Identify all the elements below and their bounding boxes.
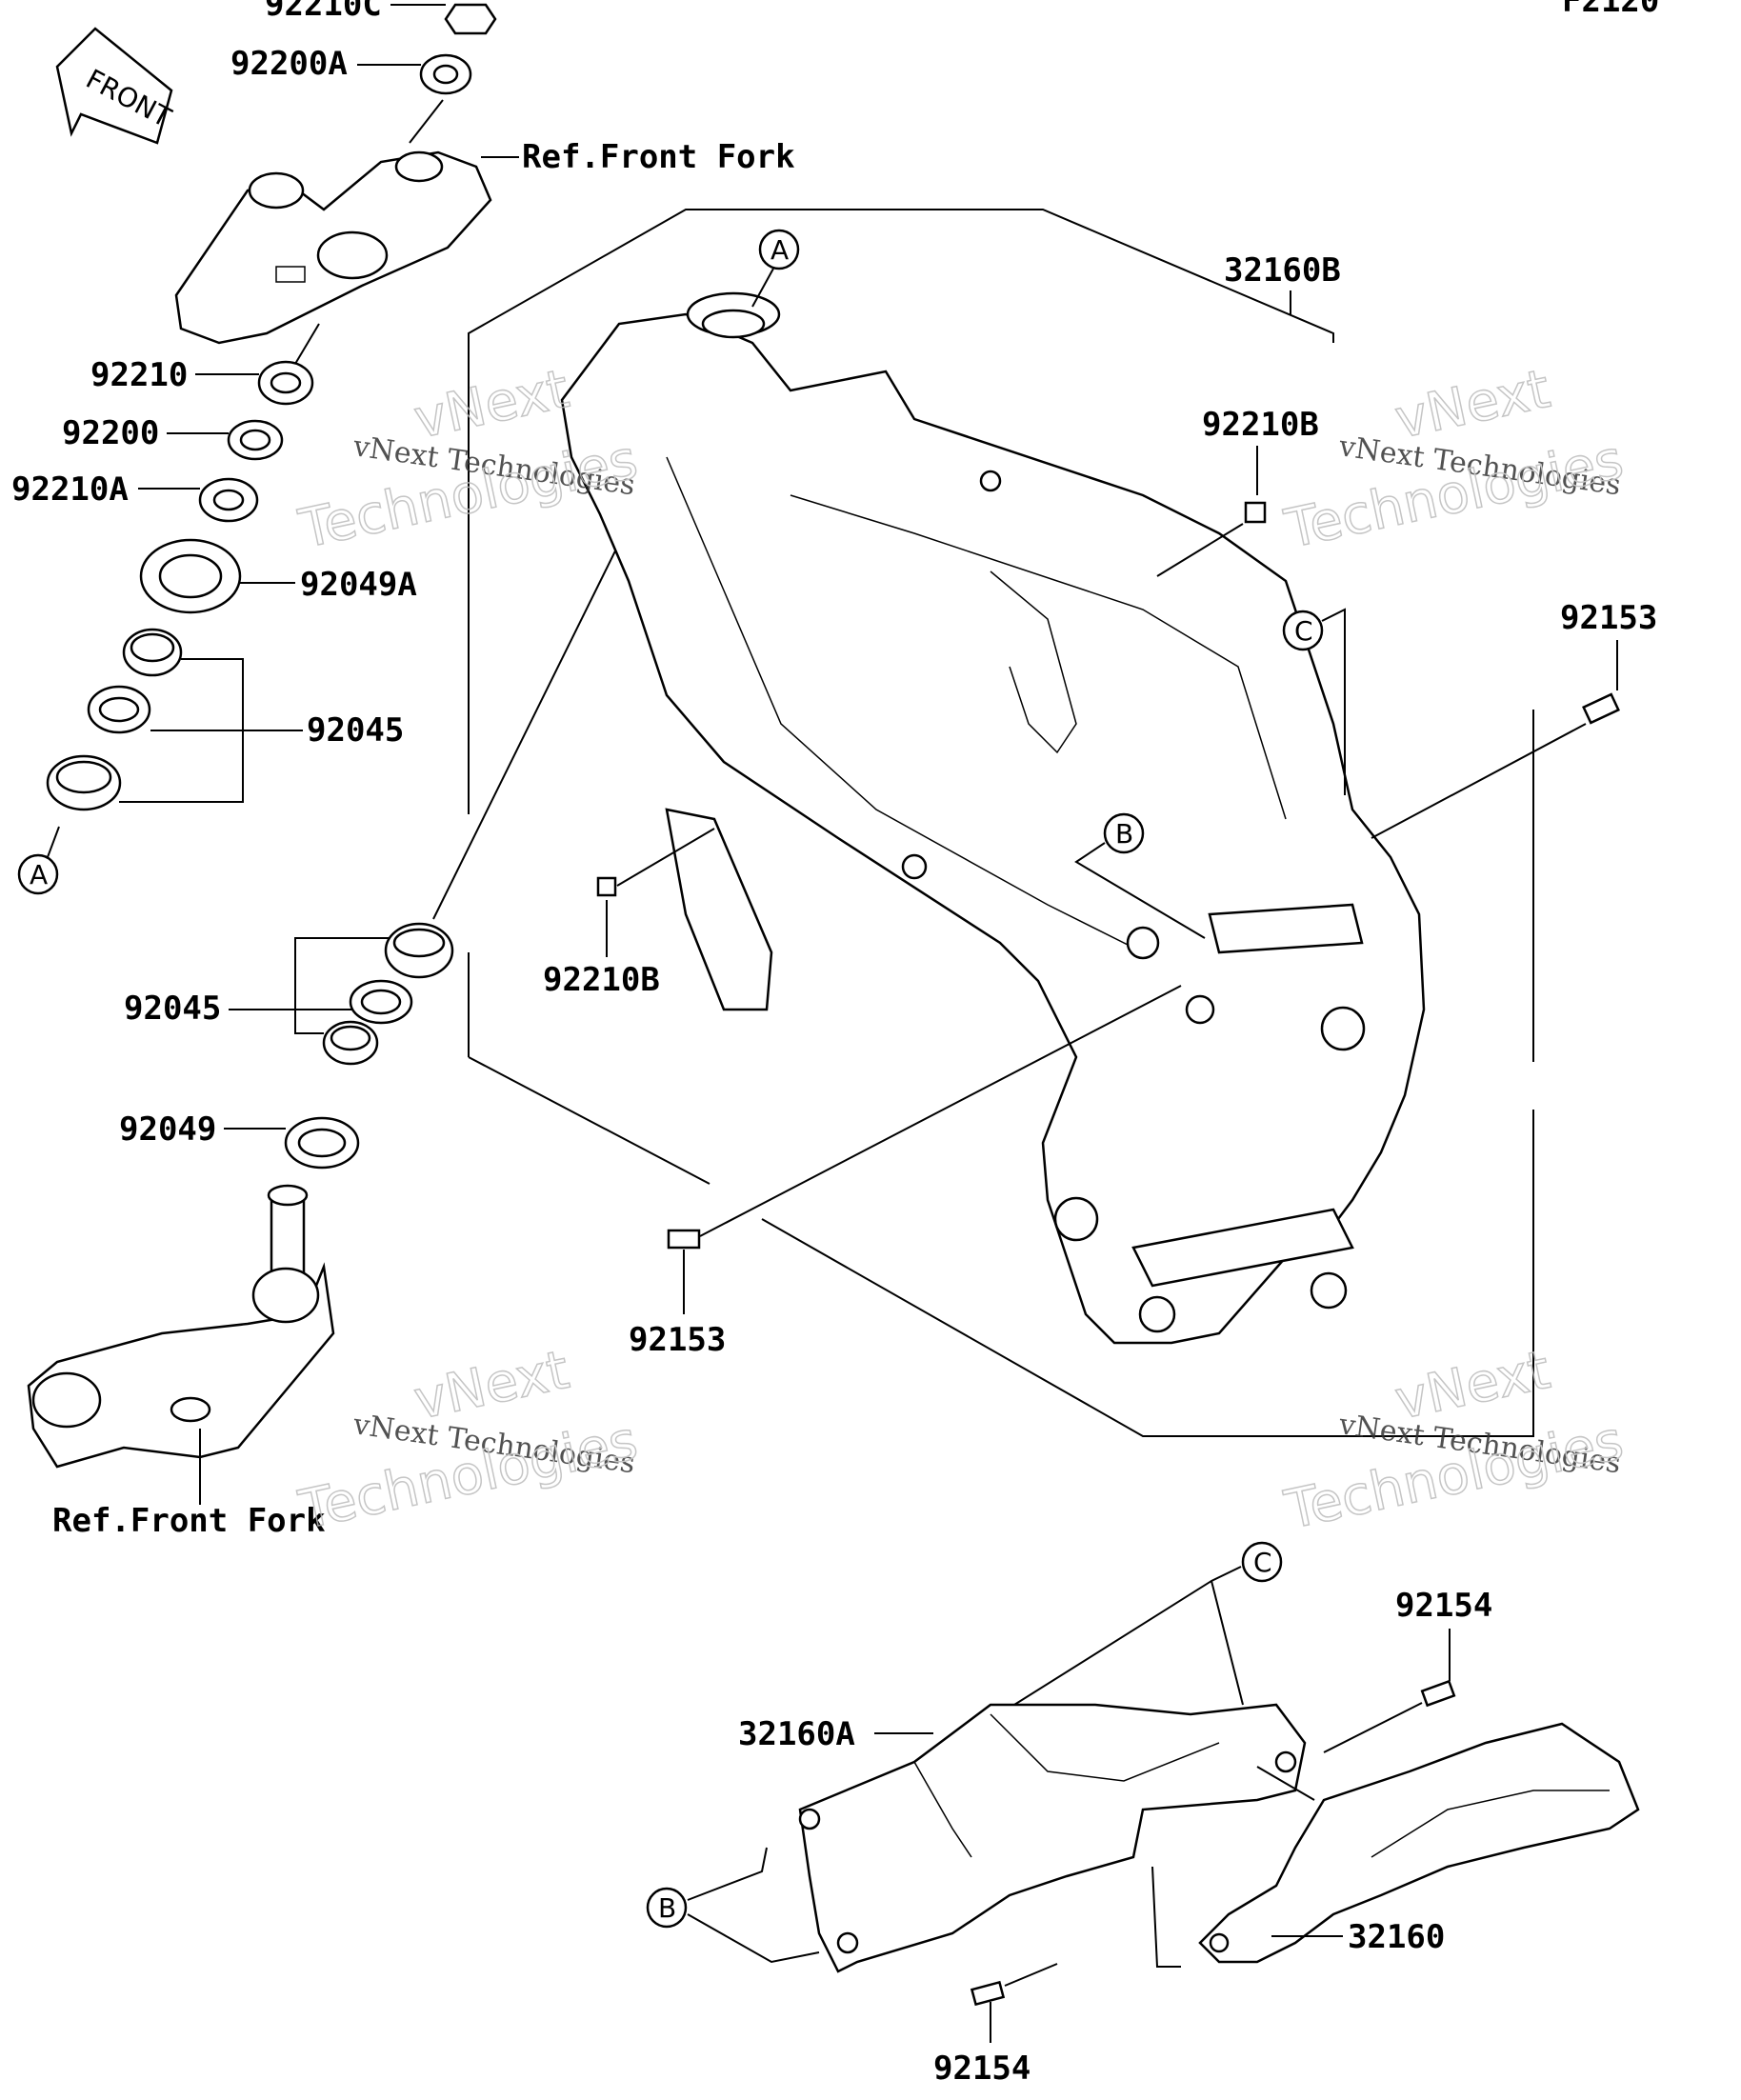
bearing-balls-upper bbox=[87, 685, 151, 734]
part-label-32160: 32160 bbox=[1348, 1918, 1445, 1956]
bolt-92210b-left bbox=[596, 876, 617, 897]
part-label-92210a: 92210A bbox=[11, 470, 129, 509]
seal-92049 bbox=[284, 1116, 360, 1170]
marker-b-frame bbox=[1103, 812, 1145, 854]
bolt-92154-bottom bbox=[970, 1980, 1006, 2007]
part-label-92153-right: 92153 bbox=[1560, 599, 1657, 637]
marker-b-sub-text: B bbox=[658, 1892, 676, 1924]
bearing-race-lower-2 bbox=[384, 922, 454, 979]
marker-b-sub bbox=[646, 1887, 688, 1929]
part-label-92210c: 92210C bbox=[265, 0, 382, 24]
upper-triple-clamp bbox=[174, 150, 492, 345]
nut-92210a bbox=[198, 477, 259, 523]
subframe-32160a bbox=[798, 1703, 1307, 1973]
watermark-bottom-left: vNext Technologies vNext Technologies bbox=[293, 1338, 644, 1542]
subframe-32160 bbox=[1198, 1722, 1640, 1964]
part-label-92154-bottom: 92154 bbox=[933, 2050, 1031, 2088]
seal-92049a bbox=[139, 538, 242, 614]
front-arrow-icon: FRONT bbox=[55, 27, 177, 145]
marker-a-frame-text: A bbox=[770, 234, 789, 266]
ref-front-fork-bottom: Ref.Front Fork bbox=[52, 1502, 326, 1540]
bolt-92210b-right bbox=[1244, 501, 1267, 524]
marker-c-frame-text: C bbox=[1294, 615, 1313, 647]
figure-code: F2120 bbox=[1562, 0, 1659, 20]
nut-92210c bbox=[444, 3, 497, 35]
marker-c-sub bbox=[1241, 1541, 1283, 1583]
part-label-92210b-left: 92210B bbox=[543, 961, 660, 999]
part-label-92200: 92200 bbox=[62, 414, 159, 452]
bearing-race-lower-3 bbox=[322, 1020, 379, 1066]
part-label-92154-top: 92154 bbox=[1395, 1587, 1492, 1625]
frame-outline-box bbox=[468, 209, 1534, 1437]
part-label-92049a: 92049A bbox=[300, 566, 417, 604]
svg-text:vNext: vNext bbox=[1390, 358, 1555, 451]
marker-b-frame-text: B bbox=[1115, 818, 1133, 850]
ref-front-fork-top: Ref.Front Fork bbox=[522, 138, 795, 176]
marker-a-left bbox=[17, 853, 59, 895]
part-label-92045-upper: 92045 bbox=[307, 711, 404, 750]
marker-c-frame bbox=[1282, 610, 1324, 651]
marker-a-frame bbox=[758, 229, 800, 270]
part-label-32160a: 32160A bbox=[738, 1715, 855, 1753]
bolt-92153-bottom bbox=[667, 1229, 701, 1250]
bolt-92154-top bbox=[1420, 1679, 1456, 1708]
part-label-32160b: 32160B bbox=[1224, 251, 1341, 290]
bearing-balls-lower bbox=[349, 979, 413, 1025]
locknut-92210 bbox=[257, 360, 314, 406]
bolt-92153-right bbox=[1582, 692, 1620, 725]
washer-92200a bbox=[419, 53, 472, 95]
svg-text:vNext: vNext bbox=[409, 358, 574, 451]
bearing-race-upper bbox=[122, 628, 183, 677]
svg-text:vNext: vNext bbox=[409, 1339, 574, 1432]
main-frame-32160b bbox=[560, 291, 1426, 1345]
part-label-92049: 92049 bbox=[119, 1110, 216, 1149]
watermark-top-right: vNext Technologies vNext Technologies bbox=[1279, 357, 1630, 561]
bearing-race-lower bbox=[46, 754, 122, 811]
lower-triple-clamp bbox=[27, 1184, 335, 1469]
part-label-92210: 92210 bbox=[90, 356, 188, 394]
part-label-92200a: 92200A bbox=[230, 45, 348, 83]
marker-a-left-text: A bbox=[30, 859, 48, 890]
marker-c-sub-text: C bbox=[1253, 1547, 1272, 1578]
part-label-92045-lower: 92045 bbox=[124, 990, 221, 1028]
svg-text:vNext: vNext bbox=[1390, 1339, 1555, 1432]
washer-92200 bbox=[227, 419, 284, 461]
watermark-bottom-right: vNext Technologies vNext Technologies bbox=[1279, 1338, 1630, 1542]
part-label-92153-bottom: 92153 bbox=[629, 1321, 726, 1359]
part-label-92210b-right: 92210B bbox=[1202, 406, 1319, 444]
